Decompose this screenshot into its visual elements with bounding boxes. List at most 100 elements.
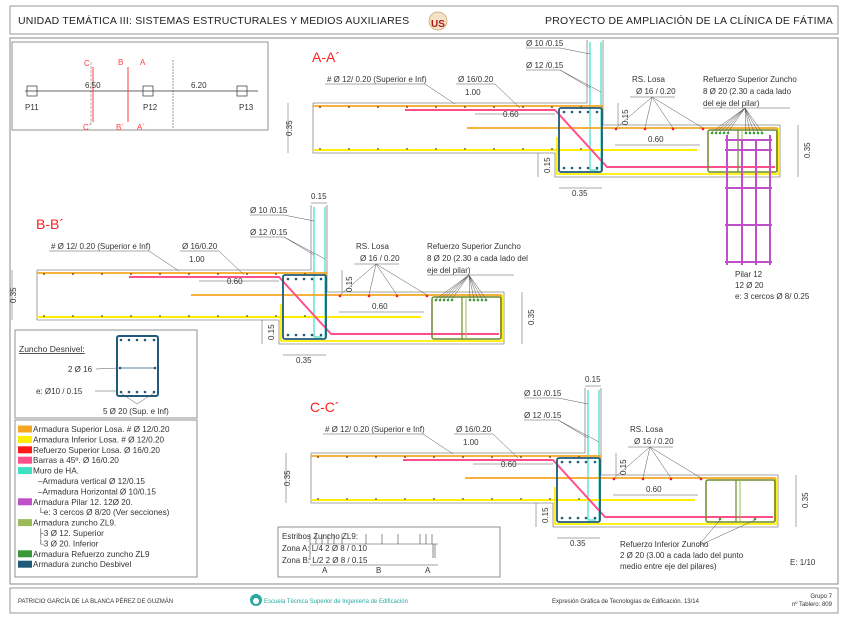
zuncho-desnivel-stirrup — [282, 274, 327, 340]
section-label: 0.15 — [541, 507, 550, 523]
rebar-dot — [159, 273, 161, 275]
rebar-dot — [375, 498, 377, 500]
leader-line — [422, 433, 454, 455]
leader-line — [424, 83, 456, 105]
footer: PATRICIO GARCÍA DE LA BLANCA PÉREZ DE GU… — [9, 587, 839, 614]
section-label: 0.15 — [619, 459, 628, 475]
section-label: Ø 16/0.20 — [456, 425, 492, 434]
rebar-dot — [576, 516, 580, 520]
section-label: Ø 16 / 0.20 — [636, 87, 676, 96]
wall-vertical-bar — [313, 207, 322, 338]
leader-line — [559, 69, 602, 93]
legend-item-label: –Armadura vertical Ø 12/0.15 — [38, 477, 145, 486]
legend-item-label: Armadura zuncho Desbivel — [33, 560, 131, 569]
bent-bar-45 — [405, 109, 775, 168]
leader-line — [492, 433, 519, 459]
legend-swatch — [18, 550, 32, 558]
rs-losa-dot — [671, 127, 675, 131]
leader-line — [697, 519, 756, 547]
rebar-dot — [43, 273, 45, 275]
section-label: Ø 16/0.20 — [182, 242, 218, 251]
leader-line — [283, 236, 326, 260]
slab-bottom-bar — [556, 128, 780, 175]
section-label: Ø 12 /0.15 — [526, 61, 564, 70]
rebar-dot — [522, 106, 524, 108]
rebar-dot — [551, 106, 553, 108]
estribos-zuncho-detail: Estribos Zuncho ZL9: Zona A: L/4 2 Ø 8 /… — [277, 526, 501, 578]
rs-losa-dot — [641, 477, 645, 481]
zuncho-top-dot — [726, 131, 730, 135]
rebar-dot — [319, 277, 323, 281]
rebar-dot — [302, 277, 306, 281]
rebar-dot — [549, 456, 551, 458]
leader-line — [368, 263, 377, 296]
rebar-dot — [375, 456, 377, 458]
leader-line — [697, 519, 721, 547]
section-label: # Ø 12/ 0.20 (Superior e Inf) — [327, 75, 427, 84]
legend-swatch — [18, 456, 32, 464]
section-label: 0.35 — [527, 309, 536, 325]
cut-label-b-prime: B´ — [116, 123, 124, 132]
zuncho-desnivel-stirrup — [558, 107, 603, 173]
rebar-dot — [130, 273, 132, 275]
rebar-dot — [562, 110, 566, 114]
section-label: del eje del pilar) — [703, 99, 760, 108]
rebar-dot — [580, 106, 582, 108]
rebar-dot — [462, 498, 464, 500]
leader-line — [468, 274, 475, 300]
legend-swatch — [18, 435, 32, 443]
rs-losa-dot — [701, 127, 705, 131]
section-label: medio entre eje del pilares) — [620, 562, 717, 571]
span-label: 6.20 — [191, 81, 207, 90]
rebar-dot — [520, 456, 522, 458]
section-label: 0.35 — [283, 470, 292, 486]
rs-losa-dot — [425, 294, 429, 298]
zuncho-top-dot — [434, 298, 438, 302]
zuncho-top-dot — [442, 298, 446, 302]
pilar-line: e: 3 cercos Ø 8/ 0.25 — [735, 292, 810, 301]
rebar-dot — [584, 516, 588, 520]
rebar-dot — [595, 166, 599, 170]
rebar-dot — [406, 148, 408, 150]
section-label: 8 Ø 20 (2.30 a cada lado del — [427, 254, 528, 263]
section-label: 0.60 — [227, 277, 243, 286]
wall-vertical-bar — [589, 42, 598, 171]
rebar-dot — [435, 106, 437, 108]
rebar-dot — [286, 333, 290, 337]
pillar-label-p13: P13 — [239, 103, 254, 112]
rebar-dot — [576, 460, 580, 464]
zuncho-top-dot — [748, 131, 752, 135]
leader-line — [283, 214, 315, 222]
leader-line — [451, 274, 470, 300]
rebar-dot — [464, 148, 466, 150]
legend-swatch — [18, 498, 32, 506]
rebar-dot — [159, 315, 161, 317]
section-label: Refuerzo Inferior Zuncho — [620, 540, 709, 549]
section-label: 0.15 — [621, 109, 630, 125]
school-logo — [250, 594, 262, 606]
rebar-dot — [275, 273, 277, 275]
pilar-line: Pilar 12 — [735, 270, 763, 279]
zuncho-top-dot — [484, 298, 488, 302]
concrete-outline — [312, 40, 781, 178]
section-a: A-A´# Ø 12/ 0.20 (Superior e Inf)Ø 16/0.… — [285, 39, 812, 265]
leader-line — [443, 274, 470, 300]
legend-item-label: └e: 3 cercos Ø 8/20 (Ver secciones) — [38, 507, 170, 517]
legend-item-label: Armadura Superior Losa. # Ø 12/0.20 — [33, 425, 170, 434]
zuncho-top-dot — [468, 298, 472, 302]
concrete-outline — [310, 388, 779, 528]
scale-label: E: 1/10 — [790, 558, 816, 567]
section-title: A-A´ — [312, 49, 340, 65]
leader-line — [557, 397, 589, 405]
concrete-outline — [311, 388, 586, 454]
section-label: 0.60 — [503, 110, 519, 119]
rebar-dot — [586, 166, 590, 170]
leader-line — [744, 107, 763, 133]
pillar-label-p12: P12 — [143, 103, 158, 112]
rebar-dot — [101, 273, 103, 275]
section-label: 1.00 — [189, 255, 205, 264]
zuncho-top-dot — [472, 298, 476, 302]
concrete-outline — [37, 205, 312, 271]
rebar-dot — [302, 333, 306, 337]
zone-label: A — [425, 566, 431, 575]
